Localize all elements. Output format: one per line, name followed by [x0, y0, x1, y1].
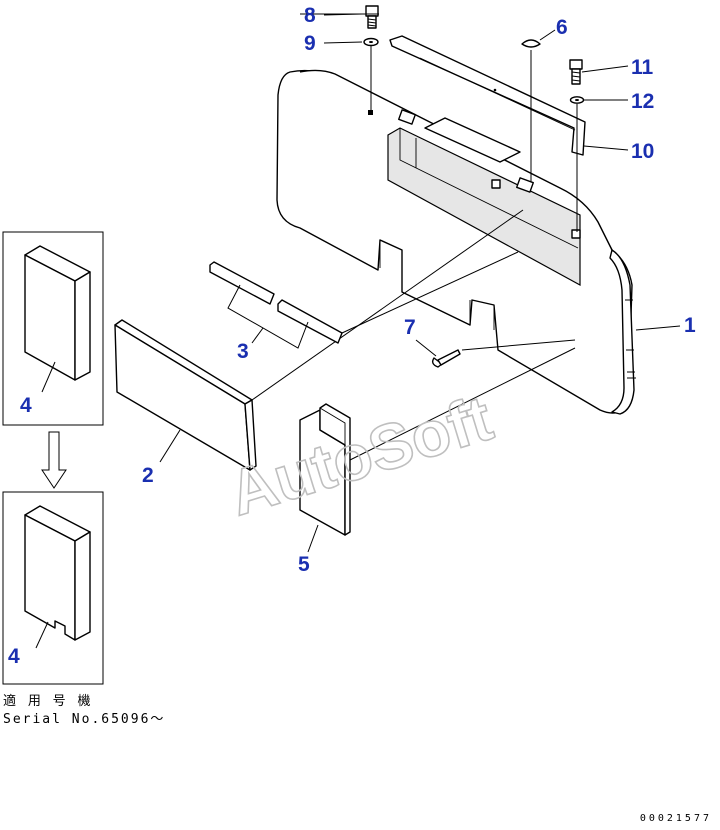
bolt-8 [365, 5, 379, 29]
strip-3b [277, 299, 343, 344]
cover-panel [276, 69, 636, 415]
washer-12 [569, 96, 585, 104]
callout-1: 1 [684, 314, 696, 337]
document-number: 00021577 [639, 813, 712, 824]
callout-2: 2 [142, 464, 154, 487]
strip-3a [209, 261, 275, 305]
arrow-down-icon [41, 431, 67, 489]
plug-6 [521, 39, 541, 48]
washer-9 [363, 37, 379, 47]
callout-7: 7 [404, 316, 416, 339]
bolt-11 [569, 59, 583, 85]
callout-3: 3 [237, 340, 249, 363]
watermark-text: AutoSoft [221, 382, 500, 530]
detail-box-revised [2, 491, 104, 685]
callout-10: 10 [631, 140, 654, 163]
detail-box-original [2, 231, 104, 426]
callout-6: 6 [556, 16, 568, 39]
pad-2 [114, 319, 257, 471]
screw-7 [431, 349, 461, 368]
pad-5 [299, 403, 351, 536]
callout-4-top: 4 [20, 394, 32, 417]
callout-5: 5 [298, 553, 310, 576]
callout-8: 8 [304, 4, 316, 27]
callout-12: 12 [631, 90, 654, 113]
applicability-heading: 適 用 号 機 [3, 694, 93, 709]
callout-9: 9 [304, 32, 316, 55]
callout-11: 11 [631, 56, 654, 79]
callout-4-bottom: 4 [8, 645, 20, 668]
serial-number-range: Serial No.65096～ [3, 712, 166, 727]
